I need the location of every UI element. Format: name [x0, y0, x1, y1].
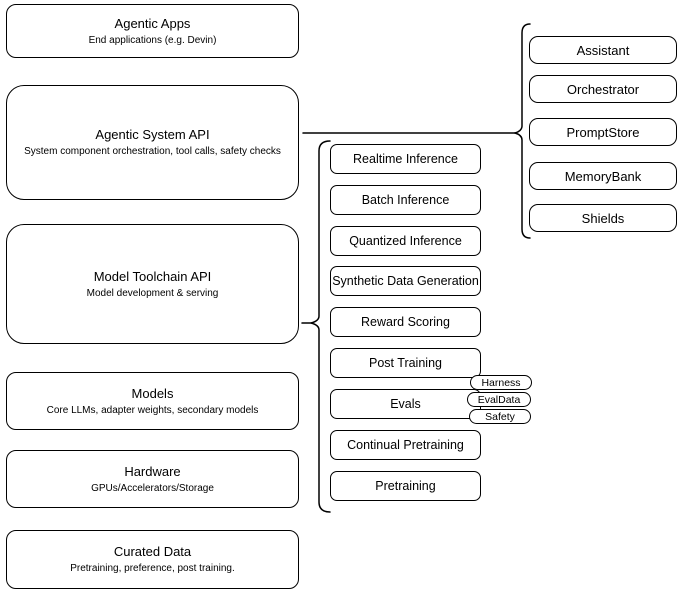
component-shields: Shields — [529, 204, 677, 232]
node-subtitle: GPUs/Accelerators/Storage — [91, 482, 214, 494]
component-promptstore: PromptStore — [529, 118, 677, 146]
node-title: Models — [131, 385, 174, 401]
node-curated-data: Curated Data Pretraining, preference, po… — [6, 530, 299, 589]
node-subtitle: System component orchestration, tool cal… — [24, 146, 281, 157]
node-subtitle: End applications (e.g. Devin) — [88, 34, 217, 46]
node-title: Hardware — [124, 463, 181, 479]
service-synthetic-data-generation: Synthetic Data Generation — [330, 266, 481, 296]
node-model-toolchain-api: Model Toolchain API Model development & … — [6, 224, 299, 344]
component-orchestrator: Orchestrator — [529, 75, 677, 103]
eval-tag-safety: Safety — [469, 409, 531, 424]
service-post-training: Post Training — [330, 348, 481, 378]
service-reward-scoring: Reward Scoring — [330, 307, 481, 337]
node-subtitle: Model development & serving — [86, 287, 219, 299]
node-subtitle: Core LLMs, adapter weights, secondary mo… — [46, 404, 259, 416]
bracket-system-components — [512, 23, 531, 239]
node-title: Curated Data — [113, 544, 192, 559]
node-hardware: Hardware GPUs/Accelerators/Storage — [6, 450, 299, 508]
node-agentic-system-api: Agentic System API System component orch… — [6, 85, 299, 200]
node-subtitle: Pretraining, preference, post training. — [70, 563, 235, 574]
bracket-toolchain-services — [310, 140, 331, 513]
service-realtime-inference: Realtime Inference — [330, 144, 481, 174]
service-continual-pretraining: Continual Pretraining — [330, 430, 481, 460]
component-memorybank: MemoryBank — [529, 162, 677, 190]
service-quantized-inference: Quantized Inference — [330, 226, 481, 256]
service-evals: Evals — [330, 389, 481, 419]
service-pretraining: Pretraining — [330, 471, 481, 501]
service-batch-inference: Batch Inference — [330, 185, 481, 215]
node-agentic-apps: Agentic Apps End applications (e.g. Devi… — [6, 4, 299, 58]
node-models: Models Core LLMs, adapter weights, secon… — [6, 372, 299, 430]
eval-tag-evaldata: EvalData — [467, 392, 531, 407]
node-title: Agentic Apps — [114, 15, 191, 31]
component-assistant: Assistant — [529, 36, 677, 64]
eval-tag-harness: Harness — [470, 375, 532, 390]
node-title: Agentic System API — [95, 127, 210, 142]
node-title: Model Toolchain API — [93, 268, 212, 284]
